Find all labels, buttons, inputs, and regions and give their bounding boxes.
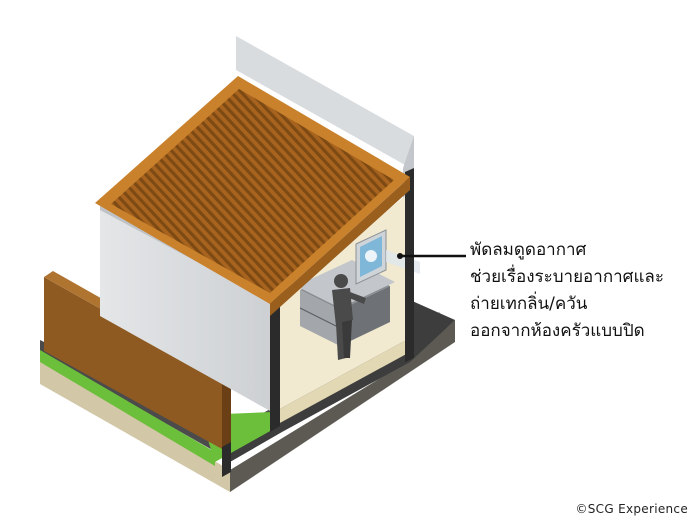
callout-line-2: ช่วยเรื่องระบายอากาศและ xyxy=(470,267,664,287)
callout-leader xyxy=(397,253,466,259)
callout-line-4: ออกจากห้องครัวแบบปิด xyxy=(470,321,645,341)
roof xyxy=(95,76,410,316)
copyright-text: ©SCG Experience xyxy=(575,502,688,516)
exhaust-fan-icon xyxy=(355,229,420,285)
callout-line-1: พัดลมดูดอากาศ xyxy=(470,240,587,260)
exhaust-fan-callout: พัดลมดูดอากาศ ช่วยเรื่องระบายอากาศและ ถ่… xyxy=(470,237,696,345)
callout-line-3: ถ่ายเทกลิ่น/ควัน xyxy=(470,294,588,314)
person-cooking-icon xyxy=(332,274,366,360)
